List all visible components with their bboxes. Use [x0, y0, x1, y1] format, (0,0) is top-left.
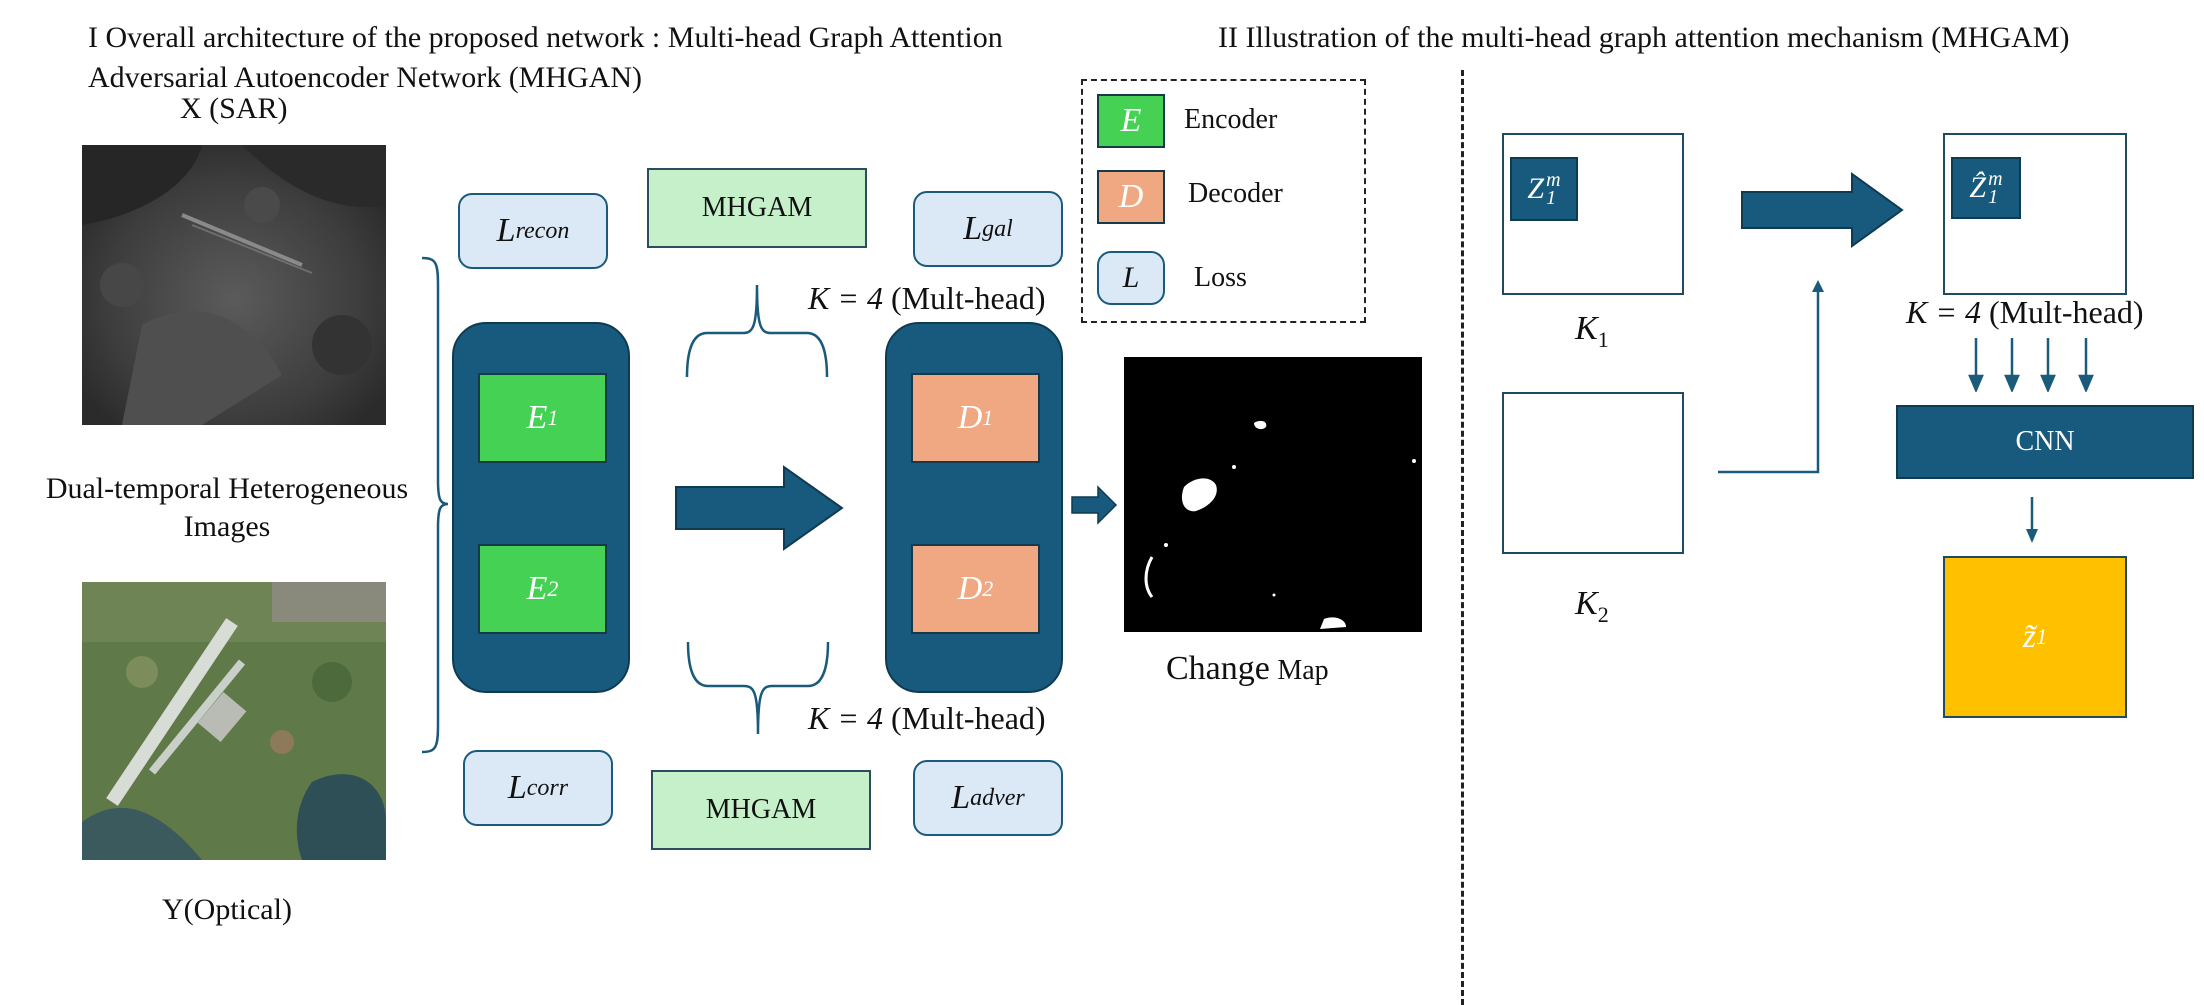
bottom-attention-brace: [686, 641, 830, 735]
sar-image-label: X (SAR): [180, 92, 288, 125]
k2-box: [1502, 392, 1684, 554]
legend-decoder-swatch: D: [1097, 170, 1165, 224]
optical-image: [82, 582, 386, 860]
dual-temporal-label: Dual-temporal Heterogeneous Images: [22, 470, 432, 546]
encoder-to-decoder-arrow: [675, 465, 844, 551]
k2-connector-arrow: [1718, 280, 1824, 474]
legend-loss-text: Loss: [1194, 262, 1247, 293]
input-group-brace: [421, 256, 449, 754]
k1-label: K1: [1575, 310, 1609, 352]
sar-image: [82, 145, 386, 425]
dual-temporal-label-line1: Dual-temporal Heterogeneous: [45, 472, 409, 505]
legend-encoder-text: Encoder: [1184, 104, 1278, 135]
cnn-block: CNN: [1896, 405, 2194, 479]
legend-decoder-text: Decoder: [1188, 178, 1283, 209]
k1-to-zhat-arrow: [1741, 172, 1904, 248]
k-heads-bottom-label: K = 4 (Mult-head): [808, 700, 1046, 736]
change-map-image: [1124, 357, 1422, 632]
legend-box: [1081, 79, 1366, 323]
multi-head-arrows: [1968, 338, 2094, 392]
k-heads-mechanism-label: K = 4 (Mult-head): [1906, 294, 2144, 330]
top-attention-brace: [685, 284, 829, 378]
right-section-title: II Illustration of the multi-head graph …: [1218, 21, 2070, 54]
section-divider: [1461, 70, 1464, 1005]
left-section-title-line2: Adversarial Autoencoder Network (MHGAN): [88, 61, 643, 94]
optical-image-label: Y(Optical): [162, 893, 292, 926]
k2-label: K2: [1575, 585, 1609, 627]
cnn-to-output-arrow: [2026, 497, 2038, 543]
decoder-to-map-arrow: [1071, 485, 1118, 525]
change-map-label: Change Map: [1166, 650, 1329, 687]
mhgam-top-box: MHGAM: [647, 168, 867, 248]
legend-loss-swatch: L: [1097, 251, 1165, 305]
z-tilde-output-box: z̃1: [1943, 556, 2127, 718]
left-section-title-line1: I Overall architecture of the proposed n…: [88, 21, 1003, 54]
mhgam-bottom-box: MHGAM: [651, 770, 871, 850]
k-heads-top-label: K = 4 (Mult-head): [808, 280, 1046, 316]
legend-encoder-swatch: E: [1097, 94, 1165, 148]
dual-temporal-label-line2: Images: [183, 510, 271, 543]
